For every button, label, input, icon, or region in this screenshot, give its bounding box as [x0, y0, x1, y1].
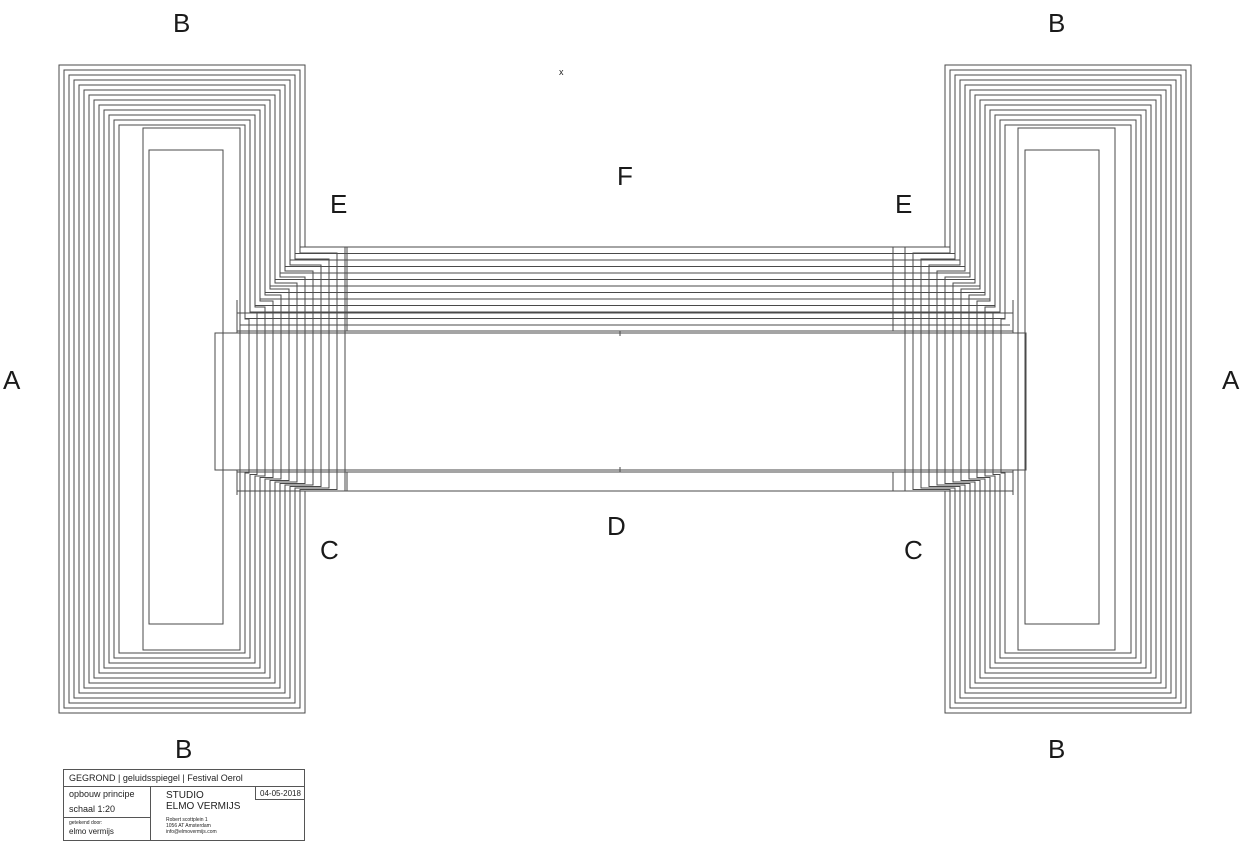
right-ring-outline-12 [1000, 124, 1132, 654]
left-ring-outline-0 [58, 64, 346, 714]
right-ring-outline-7 [960, 99, 1157, 679]
right-ring-outline-1 [912, 69, 1187, 709]
label-x-marker: x [559, 67, 564, 77]
drawn-by-name: elmo vermijs [69, 827, 114, 836]
studio-name: STUDIO ELMO VERMIJS [166, 790, 240, 812]
label-b-bottom-left: B [175, 734, 192, 764]
label-b-bottom-right: B [1048, 734, 1065, 764]
scale-text: schaal 1:20 [64, 802, 150, 818]
label-b-top-left: B [173, 8, 190, 38]
left-ring-outline-3 [73, 79, 322, 699]
drawn-by-label: getekend door: [69, 820, 103, 826]
drawing-date: 04-05-2018 [255, 787, 305, 800]
right-ring-outline-11 [992, 119, 1137, 659]
left-ring-outline-6 [88, 94, 298, 684]
label-f: F [617, 161, 633, 191]
right-ring-outline-3 [928, 79, 1177, 699]
right-inner-frame [1017, 127, 1116, 651]
right-ring-outline-10 [984, 114, 1142, 664]
left-ring-outline-10 [108, 114, 266, 664]
right-ring-outline-8 [968, 104, 1152, 674]
studio-address: Robert scottplein 1 1056 AT Amsterdam in… [166, 817, 217, 835]
address-line-1: Robert scottplein 1 [166, 817, 208, 823]
left-ring-outline-9 [103, 109, 274, 669]
studio-email: info@elmovermijs.com [166, 829, 217, 835]
label-d: D [607, 511, 626, 541]
left-ring-outline-1 [63, 69, 338, 709]
right-ring-outline-2 [920, 74, 1182, 704]
left-ring-outline-4 [78, 84, 314, 694]
right-inner-panel [1024, 149, 1100, 625]
address-line-2: 1056 AT Amsterdam [166, 823, 211, 829]
title-block-left-panel: opbouw principe schaal 1:20 getekend doo… [64, 787, 151, 841]
left-ring-outline-8 [98, 104, 282, 674]
label-a-left: A [3, 365, 21, 395]
right-ring-outline-5 [944, 89, 1167, 689]
label-c-left: C [320, 535, 339, 565]
studio-line-2: ELMO VERMIJS [166, 801, 241, 812]
title-block: GEGROND | geluidsspiegel | Festival Oero… [63, 769, 305, 841]
left-inner-panel [148, 149, 224, 625]
central-beam [214, 331, 1027, 472]
left-ring-outline-5 [83, 89, 306, 689]
label-b-top-right: B [1048, 8, 1065, 38]
left-inner-frame [142, 127, 241, 651]
left-ring-outline-12 [118, 124, 250, 654]
right-ring-outline-9 [976, 109, 1147, 669]
right-ring-outline-4 [936, 84, 1172, 694]
left-ring-outline-2 [68, 74, 330, 704]
label-c-right: C [904, 535, 923, 565]
studio-line-1: STUDIO [166, 790, 204, 801]
sheet-name: opbouw principe [69, 789, 135, 799]
left-ring-outline-11 [113, 119, 258, 659]
right-ring-outline-6 [952, 94, 1162, 684]
project-title: GEGROND | geluidsspiegel | Festival Oero… [64, 770, 304, 787]
label-e-left: E [330, 189, 347, 219]
outline-group [58, 64, 1192, 714]
label-a-right: A [1222, 365, 1240, 395]
left-ring-outline-7 [93, 99, 290, 679]
right-ring-outline-0 [904, 64, 1192, 714]
label-e-right: E [895, 189, 912, 219]
